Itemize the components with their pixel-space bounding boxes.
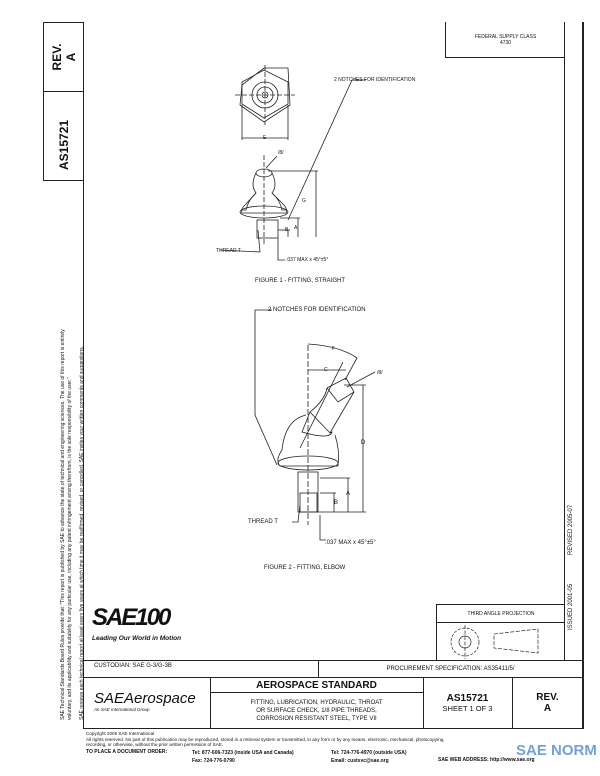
projection-label: THIRD ANGLE PROJECTION bbox=[437, 605, 565, 623]
rev-label: REV. bbox=[536, 692, 559, 703]
tel-outside: Tel: 724-776-4970 (outside USA) bbox=[331, 750, 407, 756]
fig1-dim-g: G bbox=[302, 198, 306, 204]
order-label: TO PLACE A DOCUMENT ORDER: bbox=[86, 749, 168, 755]
fig2-dim-b: B bbox=[334, 500, 339, 506]
fig1-wrench: /8/ bbox=[278, 150, 284, 156]
projection-symbol-icon bbox=[450, 625, 539, 659]
title-line: CORROSION RESISTANT STEEL, TYPE VII bbox=[256, 715, 377, 722]
sae-aerospace-wordmark: SAEAerospace bbox=[94, 690, 196, 707]
sae-aerospace-sub: An SAE International Group bbox=[94, 707, 150, 712]
side-doc-number: AS15721 bbox=[57, 119, 71, 170]
fig2-dim-f: F bbox=[332, 346, 336, 352]
revised-date: REVISED 2005-07 bbox=[568, 504, 574, 555]
aerospace-standard-heading: AEROSPACE STANDARD bbox=[210, 677, 424, 693]
frame-left bbox=[83, 22, 84, 728]
fig2-dim-c: C bbox=[324, 367, 328, 373]
fig2-caption: FIGURE 2 - FITTING, ELBOW bbox=[264, 565, 346, 571]
fig1-notch-callout: 2 NOTCHES FOR IDENTIFICATION bbox=[334, 77, 416, 83]
federal-supply-class-box: FEDERAL SUPPLY CLASS 4730 bbox=[445, 22, 565, 58]
side-note-1: SAE Technical Standards Board Rules prov… bbox=[60, 329, 66, 720]
title-line: FITTING, LUBRICATION, HYDRAULIC, THROAT bbox=[250, 699, 383, 706]
rev-box: REV. A bbox=[512, 677, 584, 729]
web-address-link[interactable]: SAE WEB ADDRESS: http://www.sae.org bbox=[438, 757, 535, 763]
document-title: FITTING, LUBRICATION, HYDRAULIC, THROAT … bbox=[210, 692, 424, 729]
figure2-drawing bbox=[254, 309, 376, 541]
title-line: OR SURFACE CHECK, 1/8 PIPE THREADS, bbox=[256, 707, 377, 714]
fig1-chamfer: .037 MAX x 45°±5° bbox=[286, 257, 329, 263]
copyright: Copyright 2005 SAE International bbox=[86, 731, 155, 736]
fig2-dim-d: D bbox=[361, 440, 366, 446]
fig1-caption: FIGURE 1 - FITTING, STRAIGHT bbox=[255, 278, 345, 284]
fig1-dim-b: B bbox=[285, 227, 289, 233]
fig2-thread: THREAD T bbox=[248, 519, 278, 525]
order-contacts: Tel: 877-606-7323 (inside USA and Canada… bbox=[192, 749, 294, 765]
fig1-dim-e: E bbox=[263, 135, 267, 141]
fax: Fax: 724-776-0790 bbox=[192, 758, 235, 764]
tel-inside: Tel: 877-606-7323 (inside USA and Canada… bbox=[192, 750, 294, 756]
fig2-wrench: /8/ bbox=[377, 370, 383, 376]
projection-box: THIRD ANGLE PROJECTION bbox=[436, 604, 565, 661]
doc-number-box: AS15721 SHEET 1 OF 3 bbox=[423, 677, 513, 729]
sheet-number: SHEET 1 OF 3 bbox=[442, 704, 493, 713]
sae100-tagline: Leading Our World in Motion bbox=[92, 635, 182, 642]
footer: Copyright 2005 SAE International All rig… bbox=[86, 731, 586, 748]
side-rev-label: REV. bbox=[50, 43, 64, 71]
fig2-chamfer: .037 MAX x 45°±5° bbox=[325, 540, 376, 546]
order-contacts-2: Tel: 724-776-4970 (outside USA) Email: c… bbox=[331, 749, 407, 765]
sae-norm-watermark: SAE NORM bbox=[516, 742, 597, 759]
figure1-drawing bbox=[219, 65, 366, 261]
procurement-spec: PROCUREMENT SPECIFICATION: AS35411/5/ bbox=[318, 660, 584, 678]
side-docnum-box: AS15721 bbox=[43, 91, 84, 181]
fsc-label: FEDERAL SUPPLY CLASS bbox=[474, 33, 537, 40]
sae100-logo: SAE100 Leading Our World in Motion bbox=[92, 604, 212, 643]
fsc-value: 4730 bbox=[499, 39, 512, 46]
issued-date: ISSUED 2001-05 bbox=[568, 583, 574, 630]
rights-line-2: recording, or otherwise, without the pri… bbox=[86, 742, 224, 748]
side-rev-box: REV. A bbox=[43, 22, 84, 92]
rev-value: A bbox=[543, 703, 552, 714]
revision-column-line bbox=[564, 22, 565, 660]
fig2-notch-callout: 2 NOTCHES FOR IDENTIFICATION bbox=[268, 307, 366, 313]
rights-line-1: All rights reserved. No part of this pub… bbox=[86, 736, 445, 742]
frame-right bbox=[582, 22, 584, 728]
email-link[interactable]: Email: custsvc@sae.org bbox=[331, 758, 389, 764]
side-rev-value: A bbox=[64, 52, 78, 62]
doc-number: AS15721 bbox=[446, 693, 489, 704]
fig1-thread: THREAD T bbox=[216, 248, 241, 254]
sae100-wordmark: SAE100 bbox=[92, 604, 171, 631]
custodian: CUSTODIAN: SAE G-3/G-3B bbox=[83, 660, 319, 678]
side-note-2: voluntary, and its applicability and sui… bbox=[67, 377, 73, 720]
fig1-dim-a: A bbox=[294, 225, 298, 231]
fig2-dim-a: A bbox=[346, 491, 351, 497]
sae-aerospace-logo: SAEAerospace An SAE International Group bbox=[83, 677, 211, 729]
